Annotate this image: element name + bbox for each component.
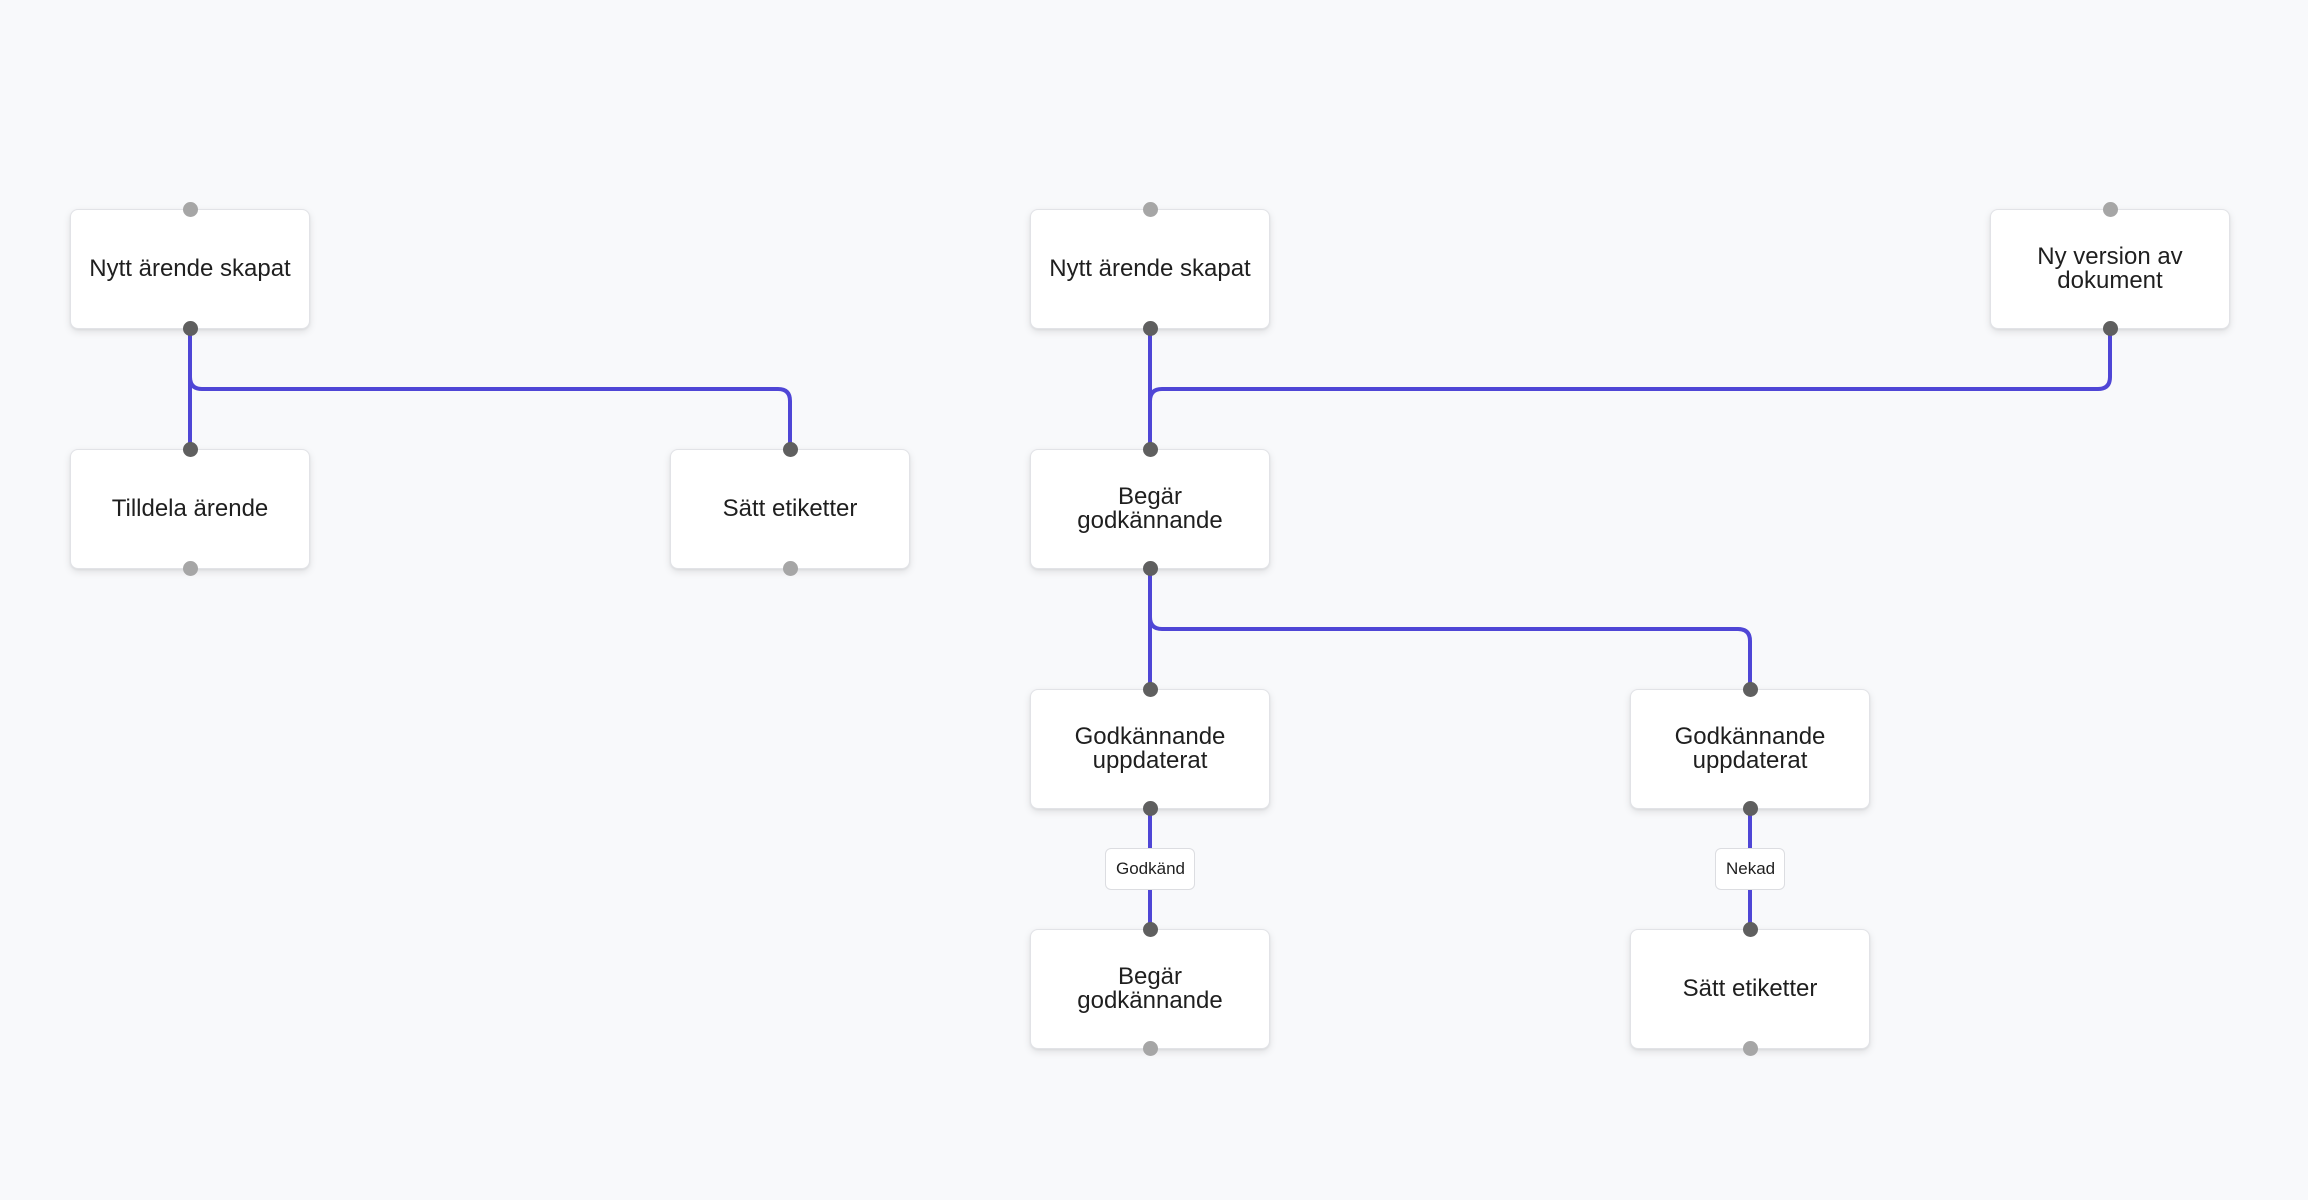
edge-n6-n8[interactable] <box>1148 567 1752 691</box>
node-begar-godkannande[interactable]: Begär godkännande <box>1030 922 1270 1056</box>
node-label: Nytt ärende skapat <box>1049 255 1251 282</box>
input-handle[interactable] <box>182 442 198 457</box>
node-nytt-arende-skapat[interactable]: Nytt ärende skapat <box>1030 202 1270 336</box>
output-handle[interactable] <box>1142 321 1158 336</box>
node-begar-godkannande[interactable]: Begär godkännande <box>1030 442 1270 576</box>
output-handle[interactable] <box>1142 1041 1158 1056</box>
input-handle[interactable] <box>182 202 198 217</box>
output-handle[interactable] <box>2102 321 2118 336</box>
node-satt-etiketter[interactable]: Sätt etiketter <box>1630 922 1870 1056</box>
input-handle[interactable] <box>1142 442 1158 457</box>
output-handle[interactable] <box>1142 561 1158 576</box>
edge-label-godkand[interactable]: Godkänd <box>1105 848 1195 890</box>
output-handle[interactable] <box>1742 801 1758 816</box>
edge-n5-n6[interactable] <box>1148 327 2112 451</box>
node-label: Ny version av dokument <box>2037 243 2183 294</box>
input-handle[interactable] <box>1742 682 1758 697</box>
output-handle[interactable] <box>782 561 798 576</box>
node-label: Begär godkännande <box>1077 483 1223 534</box>
input-handle[interactable] <box>1142 682 1158 697</box>
node-label: Sätt etiketter <box>1682 975 1818 1002</box>
edge-n1-n3[interactable] <box>188 327 792 451</box>
output-handle[interactable] <box>182 321 198 336</box>
node-satt-etiketter[interactable]: Sätt etiketter <box>670 442 910 576</box>
node-label: Godkännande uppdaterat <box>1074 723 1226 774</box>
input-handle[interactable] <box>1142 922 1158 937</box>
output-handle[interactable] <box>182 561 198 576</box>
input-handle[interactable] <box>1142 202 1158 217</box>
input-handle[interactable] <box>2102 202 2118 217</box>
output-handle[interactable] <box>1742 1041 1758 1056</box>
input-handle[interactable] <box>1742 922 1758 937</box>
input-handle[interactable] <box>782 442 798 457</box>
node-tilldela-arende[interactable]: Tilldela ärende <box>70 442 310 576</box>
node-ny-version-av-dokument[interactable]: Ny version av dokument <box>1990 202 2230 336</box>
edge-label-nekad[interactable]: Nekad <box>1715 848 1785 890</box>
node-label: Begär godkännande <box>1077 963 1223 1014</box>
node-label: Godkännande uppdaterat <box>1674 723 1826 774</box>
node-label: Nytt ärende skapat <box>89 255 291 282</box>
output-handle[interactable] <box>1142 801 1158 816</box>
node-nytt-arende-skapat[interactable]: Nytt ärende skapat <box>70 202 310 336</box>
node-godkannande-uppdaterat[interactable]: Godkännande uppdaterat <box>1630 682 1870 816</box>
node-label: Sätt etiketter <box>722 495 858 522</box>
node-godkannande-uppdaterat[interactable]: Godkännande uppdaterat <box>1030 682 1270 816</box>
node-label: Tilldela ärende <box>111 495 269 522</box>
